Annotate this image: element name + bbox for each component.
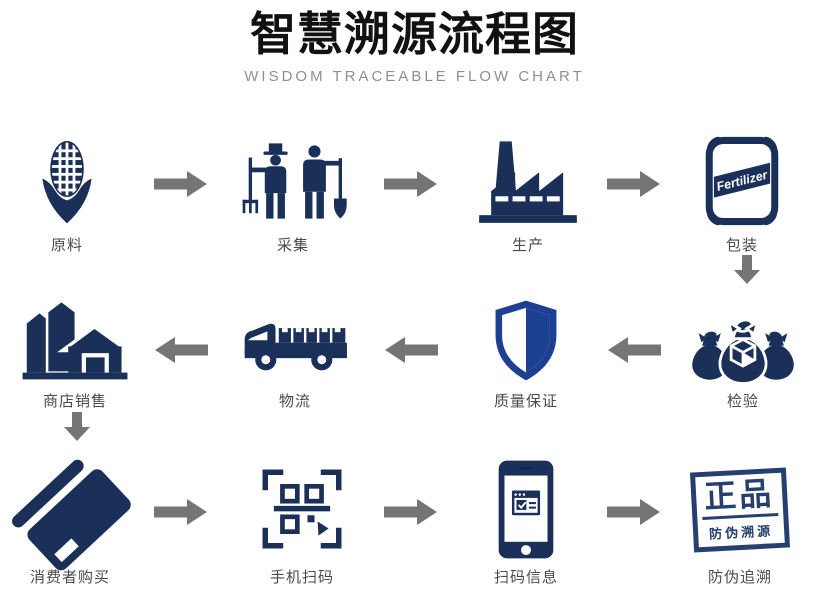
- step-label: 检验: [726, 393, 759, 410]
- flow-arrow-down-icon: [64, 412, 90, 442]
- page-subtitle: WISDOM TRACEABLE FLOW CHART: [244, 67, 585, 85]
- step-label: 生产: [511, 237, 544, 254]
- step-label: 防伪追溯: [707, 569, 772, 586]
- header: 智慧溯源流程图 WISDOM TRACEABLE FLOW CHART: [0, 8, 829, 85]
- icon-area: 正品 防伪溯源: [670, 455, 810, 560]
- stamp-subtitle: 防伪溯源: [708, 523, 774, 542]
- genuine-stamp-icon: 正品 防伪溯源: [689, 467, 791, 553]
- icon-area: [0, 455, 140, 571]
- icon-area: [458, 131, 598, 228]
- icon-area: [232, 455, 372, 560]
- step-consumer-purchase: 消费者购买: [0, 455, 140, 587]
- icon-area: [456, 295, 596, 384]
- page-title: 智慧溯源流程图: [250, 8, 579, 60]
- step-anti-counterfeit: 正品 防伪溯源 防伪追溯: [670, 455, 810, 587]
- step-inspection: 检验: [673, 295, 813, 411]
- step-scan-info: 扫码信息: [456, 455, 596, 587]
- flow-arrow-right-icon: [607, 170, 661, 198]
- step-packaging: Fertilizer 包装: [672, 131, 812, 255]
- bank-card-icon: [12, 459, 131, 571]
- step-label: 采集: [276, 237, 309, 254]
- step-label: 消费者购买: [29, 569, 110, 586]
- icon-area: [5, 295, 145, 384]
- step-raw-material: 原料: [0, 131, 137, 255]
- icon-area: Fertilizer: [672, 131, 812, 228]
- smartphone-icon: [498, 460, 554, 559]
- icon-area: [225, 295, 365, 384]
- cube-glyph: [729, 337, 757, 368]
- flow-arrow-right-icon: [607, 498, 661, 526]
- factory-icon: [479, 141, 577, 223]
- store-icon: [22, 299, 133, 380]
- flow-arrow-right-icon: [384, 498, 438, 526]
- corn-icon: [42, 141, 92, 224]
- step-store-sales: 商店销售: [5, 295, 145, 411]
- step-collection: 采集: [223, 131, 363, 255]
- farmers-icon: [242, 143, 347, 219]
- stamp-title: 正品: [700, 475, 779, 520]
- sample-bags-icon: [692, 318, 794, 385]
- icon-area: [223, 131, 363, 228]
- step-production: 生产: [458, 131, 598, 255]
- step-label: 包装: [725, 237, 758, 254]
- qr-code-icon: [262, 469, 342, 549]
- icon-area: [456, 455, 596, 560]
- step-label: 原料: [50, 237, 83, 254]
- shield-icon: [495, 300, 557, 381]
- flow-arrow-right-icon: [384, 170, 438, 198]
- step-label: 扫码信息: [493, 569, 558, 586]
- step-label: 商店销售: [42, 393, 107, 410]
- step-quality-assurance: 质量保证: [456, 295, 596, 411]
- step-logistics: 物流: [225, 295, 365, 411]
- flow-arrow-right-icon: [154, 170, 208, 198]
- icon-area: [673, 295, 813, 385]
- step-label: 手机扫码: [269, 569, 334, 586]
- step-phone-scan: 手机扫码: [232, 455, 372, 587]
- icon-area: [0, 131, 137, 228]
- fertilizer-bag-icon: Fertilizer: [705, 136, 779, 226]
- step-label: 质量保证: [493, 393, 558, 410]
- flow-arrow-down-icon: [734, 255, 760, 285]
- flow-arrow-right-icon: [154, 498, 208, 526]
- step-label: 物流: [278, 393, 311, 410]
- truck-icon: [244, 323, 347, 371]
- flow-arrow-left-icon: [154, 336, 208, 364]
- flow-arrow-left-icon: [607, 336, 661, 364]
- flow-arrow-left-icon: [384, 336, 438, 364]
